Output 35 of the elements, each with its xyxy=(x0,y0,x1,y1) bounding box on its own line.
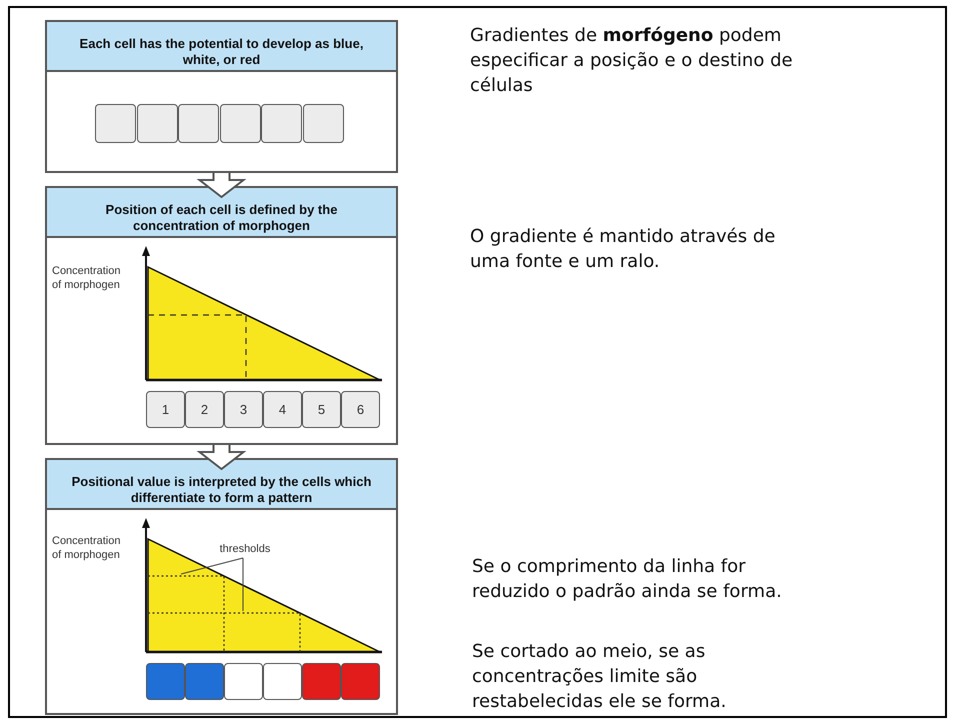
cell xyxy=(263,663,302,700)
cell: 3 xyxy=(224,391,263,428)
panel xyxy=(45,20,398,173)
cell: 2 xyxy=(185,391,224,428)
cell xyxy=(146,663,185,700)
cell xyxy=(95,104,136,143)
cell xyxy=(261,104,302,143)
cell: 4 xyxy=(263,391,302,428)
cell xyxy=(136,104,178,143)
note-text: Se cortado ao meio, se as concentrações limite são restabelecidas ele se forma. xyxy=(472,640,728,714)
cell xyxy=(341,663,380,700)
cell xyxy=(220,104,260,143)
cell xyxy=(224,663,263,700)
cell xyxy=(302,104,344,143)
cell: 6 xyxy=(341,391,380,428)
panel xyxy=(45,458,398,715)
panel-heading: Positional value is interpreted by the cells which differentiate to form a pattern xyxy=(70,474,372,506)
cell xyxy=(302,663,341,700)
threshold-label: thresholds xyxy=(210,544,280,560)
leader-line xyxy=(242,558,244,612)
leader-line xyxy=(180,558,244,574)
axis-label: Concentration of morphogen xyxy=(52,535,122,562)
note-text: Se o comprimento da linha for reduzido o padrão ainda se forma. xyxy=(472,555,783,604)
panel-heading: Position of each cell is defined by the concentration of morphogen xyxy=(104,202,338,234)
panel-heading: Each cell has the potential to develop as blue, white, or red xyxy=(78,36,364,68)
note-text: O gradiente é mantido através de uma fonte e um ralo. xyxy=(470,225,776,274)
hollow-arrow xyxy=(196,444,246,470)
hollow-arrow xyxy=(196,172,246,198)
panel xyxy=(45,186,398,445)
axis-label: Concentration of morphogen xyxy=(52,265,122,292)
cell: 1 xyxy=(146,391,185,428)
cell xyxy=(178,104,219,143)
note-text: Gradientes de morfógeno podem especificar a posição e o destino de células xyxy=(470,24,794,98)
cell xyxy=(185,663,224,700)
cell: 5 xyxy=(302,391,341,428)
